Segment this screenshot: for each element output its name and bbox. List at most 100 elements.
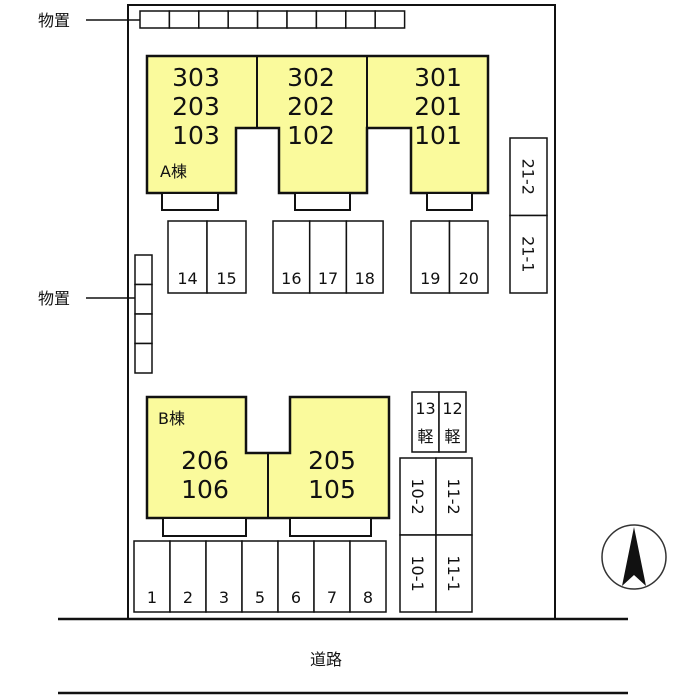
storage-top	[139, 10, 406, 29]
parking-space-number: 13	[415, 399, 435, 418]
parking-space-outline	[205, 540, 243, 613]
parking-space-outline	[411, 391, 440, 453]
parking-space: 1	[133, 540, 171, 613]
parking-space: 20	[448, 220, 489, 294]
parking-space: 21-1	[509, 214, 548, 294]
parking-space-outline	[399, 534, 437, 613]
parking-space: 6	[277, 540, 315, 613]
parking-space-number: 21-2	[519, 159, 538, 195]
parking-space-number: 19	[420, 269, 440, 288]
storage-cell	[256, 10, 288, 29]
parking-space: 11-2	[435, 457, 473, 536]
parking-space-number: 18	[355, 269, 375, 288]
parking-space-number: 14	[177, 269, 197, 288]
parking-space-number: 12	[442, 399, 462, 418]
storage-cell	[168, 10, 200, 29]
balcony	[294, 192, 351, 211]
parking-space: 2	[169, 540, 207, 613]
storage-cell	[198, 10, 229, 29]
parking-space: 10-1	[399, 534, 437, 613]
north-arrow-icon	[601, 524, 667, 590]
parking-space-outline	[206, 220, 247, 294]
parking-space: 10-2	[399, 457, 437, 536]
parking-space-number: 17	[318, 269, 338, 288]
parking-space-number: 2	[183, 588, 193, 607]
balcony	[426, 192, 473, 211]
unit-206: 206	[181, 446, 229, 475]
parking-space-number: 1	[147, 588, 157, 607]
unit-105: 105	[308, 475, 356, 504]
storage-cell	[134, 283, 153, 315]
parking-space-outline	[349, 540, 387, 613]
road-label: 道路	[310, 650, 342, 669]
storage-left-label: 物置	[38, 289, 70, 308]
storage-top-label: 物置	[38, 11, 70, 30]
unit-301: 301	[414, 63, 462, 92]
parking-space-number: 10-2	[408, 478, 427, 514]
parking-space-number: 16	[281, 269, 301, 288]
parking-space-number: 11-2	[444, 478, 463, 514]
parking-space-outline	[448, 220, 489, 294]
parking-space: 21-2	[509, 137, 548, 217]
storage-cell	[286, 10, 318, 29]
parking-space: 11-1	[435, 534, 473, 613]
unit-201: 201	[414, 92, 462, 121]
unit-106: 106	[181, 475, 229, 504]
unit-205: 205	[308, 446, 356, 475]
balcony	[161, 192, 219, 211]
unit-303: 303	[172, 63, 220, 92]
building-a-outline	[145, 54, 490, 195]
unit-202: 202	[287, 92, 335, 121]
parking-space-outline	[345, 220, 384, 294]
parking-space: 17	[308, 220, 348, 294]
storage-cell	[345, 10, 376, 29]
parking-space: 8	[349, 540, 387, 613]
parking-space-number: 6	[291, 588, 301, 607]
storage-cell	[134, 313, 153, 345]
parking-space-outline	[313, 540, 351, 613]
parking-space: 14	[167, 220, 208, 294]
site-boundary	[127, 4, 556, 620]
parking-space-number: 7	[327, 588, 337, 607]
building-a: 303 203 103 302 202 102 301 201 101 A棟	[145, 54, 490, 211]
parking-space-outline	[435, 534, 473, 613]
parking-space-outline	[272, 220, 311, 294]
storage-left	[134, 254, 153, 374]
building-a-label: A棟	[160, 162, 187, 181]
balcony	[162, 517, 247, 537]
kei-label: 軽	[417, 427, 433, 446]
parking-space: 3	[205, 540, 243, 613]
parking-space-outline	[435, 457, 473, 536]
kei-parking-space: 13 軽	[411, 391, 440, 453]
parking-space: 19	[410, 220, 451, 294]
unit-103: 103	[172, 121, 220, 150]
parking-space-outline	[509, 214, 548, 294]
parking-space: 5	[241, 540, 279, 613]
parking-space-number: 11-1	[444, 555, 463, 591]
storage-cell	[139, 10, 171, 29]
kei-label: 軽	[444, 427, 460, 446]
building-b-label: B棟	[158, 409, 185, 428]
unit-102: 102	[287, 121, 335, 150]
storage-cell	[227, 10, 259, 29]
parking-space-outline	[133, 540, 171, 613]
parking-space: 16	[272, 220, 311, 294]
parking-space-number: 20	[459, 269, 479, 288]
storage-cell	[315, 10, 347, 29]
parking-space-number: 5	[255, 588, 265, 607]
parking-space-number: 10-1	[408, 555, 427, 591]
parking-space-number: 8	[363, 588, 373, 607]
parking-space-number: 21-1	[519, 236, 538, 272]
kei-parking-space: 12 軽	[438, 391, 467, 453]
storage-cell	[134, 342, 153, 374]
building-b: B棟 206 106 205 105	[145, 395, 391, 537]
parking-space-outline	[410, 220, 451, 294]
parking-space: 18	[345, 220, 384, 294]
parking-space-outline	[308, 220, 348, 294]
parking-space: 15	[206, 220, 247, 294]
parking-space-number: 3	[219, 588, 229, 607]
parking-space-outline	[438, 391, 467, 453]
